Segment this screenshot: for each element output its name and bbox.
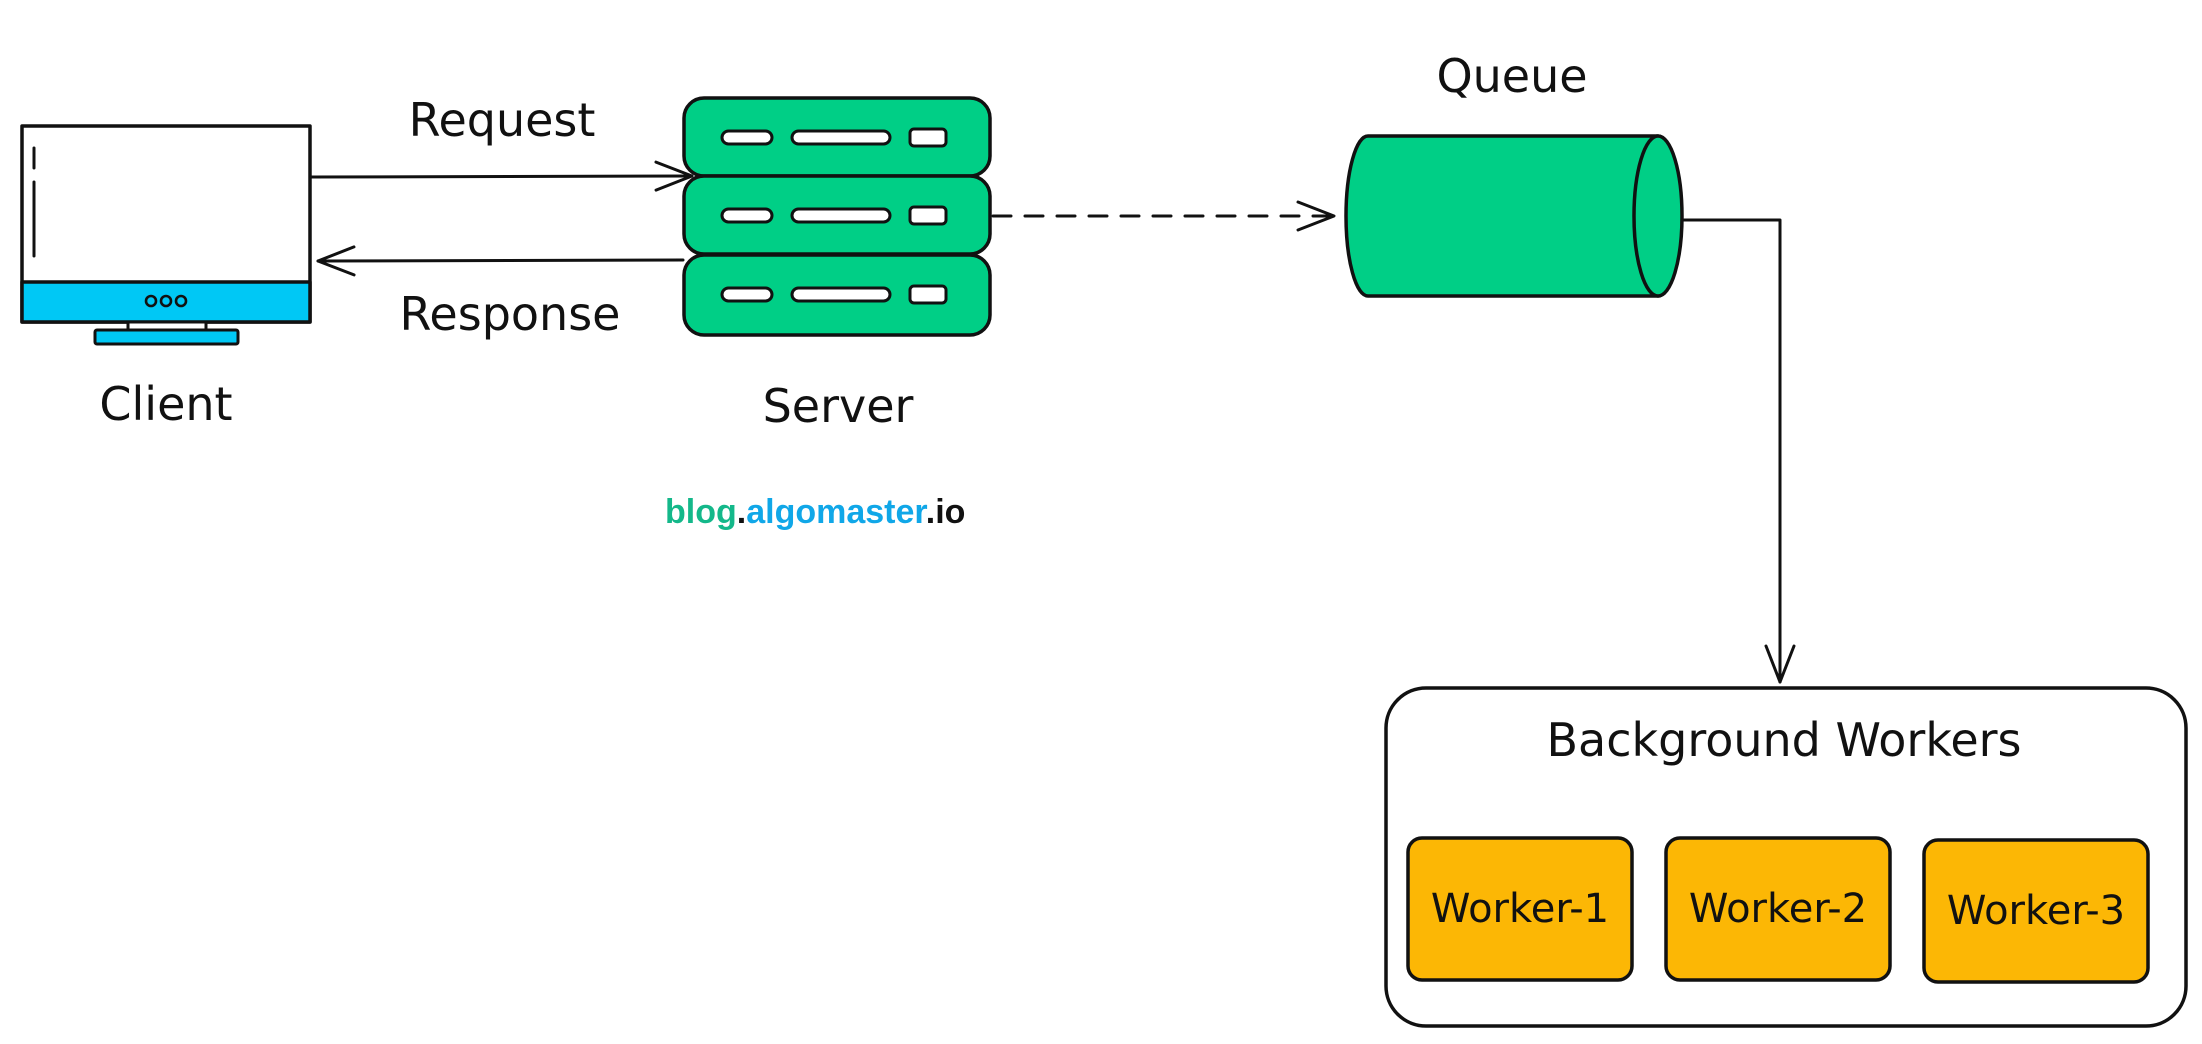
brand-part-blog: blog bbox=[665, 493, 737, 531]
worker-box: Worker-1 bbox=[1406, 836, 1634, 982]
server-rack-icon bbox=[682, 96, 992, 337]
client-node: Client bbox=[20, 124, 312, 431]
monitor-icon bbox=[20, 124, 312, 346]
worker-label: Worker-1 bbox=[1431, 886, 1609, 932]
worker-box: Worker-2 bbox=[1664, 836, 1892, 982]
queue-label: Queue bbox=[1436, 49, 1587, 103]
server-unit bbox=[682, 96, 992, 178]
brand-watermark: blog.algomaster.io bbox=[665, 493, 965, 531]
monitor-bezel bbox=[20, 280, 312, 324]
queue-to-workers-edge bbox=[1680, 218, 1796, 684]
server-label: Server bbox=[763, 379, 914, 433]
background-workers-group: Background Workers Worker-1 Worker-2 Wor… bbox=[1384, 686, 2188, 1028]
worker-label: Worker-2 bbox=[1689, 886, 1867, 932]
response-label: Response bbox=[400, 287, 621, 341]
queue-node: Queue bbox=[1344, 49, 1684, 298]
cylinder-queue-icon bbox=[1344, 134, 1684, 298]
request-edge: Request bbox=[309, 93, 694, 192]
brand-part-io: io bbox=[935, 493, 965, 531]
server-unit bbox=[682, 174, 992, 256]
worker-label: Worker-3 bbox=[1947, 888, 2125, 934]
brand-part-algomaster: algomaster bbox=[746, 493, 927, 531]
worker-box: Worker-3 bbox=[1922, 838, 2150, 984]
request-label: Request bbox=[409, 93, 596, 147]
background-workers-title: Background Workers bbox=[1546, 713, 2021, 767]
response-edge: Response bbox=[316, 245, 685, 341]
brand-dot: . bbox=[737, 493, 746, 531]
brand-dot: . bbox=[926, 493, 935, 531]
client-label: Client bbox=[99, 377, 232, 431]
server-unit bbox=[682, 253, 992, 337]
server-node: Server bbox=[682, 96, 992, 433]
